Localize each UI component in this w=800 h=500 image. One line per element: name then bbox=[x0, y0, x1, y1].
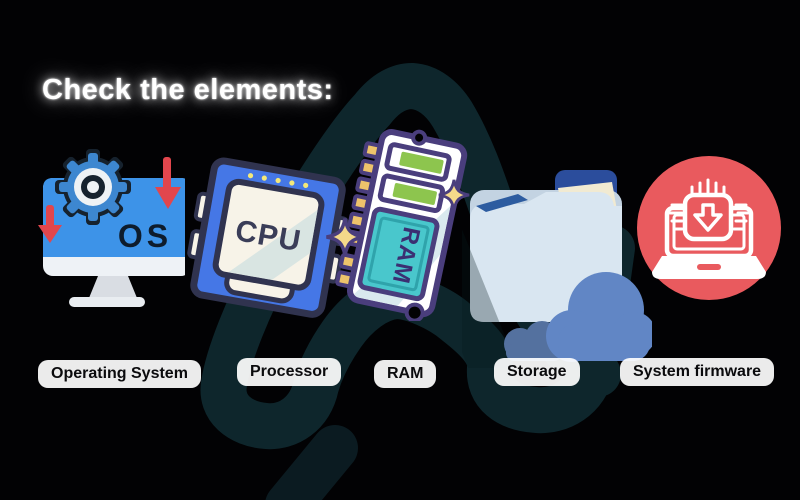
os-monitor-gear-icon: OS bbox=[38, 149, 185, 307]
folder-lip bbox=[476, 194, 528, 212]
down-arrow-icon bbox=[155, 157, 181, 209]
ram-bottom-notch bbox=[404, 302, 425, 321]
download-arrow-icon bbox=[693, 203, 723, 232]
label-ram: RAM bbox=[374, 360, 437, 388]
watermark-main-stroke bbox=[200, 63, 635, 450]
cpu-chip-icon: CPU bbox=[187, 157, 349, 318]
laptop-touchpad bbox=[697, 264, 721, 270]
down-arrow-icon bbox=[38, 205, 62, 243]
gear-icon bbox=[55, 149, 131, 225]
label-storage: Storage bbox=[494, 358, 580, 386]
watermark-band-over-folder bbox=[462, 165, 542, 368]
ram-chip-green bbox=[392, 183, 437, 205]
os-label-text: OS bbox=[118, 218, 172, 254]
label-operating-system: Operating System bbox=[38, 360, 201, 388]
watermark-stub-stroke bbox=[265, 425, 358, 500]
cpu-shine bbox=[228, 208, 320, 280]
ram-top-notch bbox=[411, 129, 428, 146]
folder-cloud-icon bbox=[462, 165, 652, 368]
sparkle-icon bbox=[326, 218, 364, 256]
ram-stick-icon: RAM bbox=[335, 129, 468, 321]
label-system-firmware: System firmware bbox=[620, 358, 775, 386]
firmware-laptop-icon bbox=[637, 156, 781, 300]
monitor-base bbox=[69, 297, 145, 307]
ram-chip-green bbox=[399, 151, 444, 174]
page-title: Check the elements: bbox=[42, 74, 334, 106]
ram-label-border bbox=[367, 216, 430, 292]
cloud-large bbox=[546, 272, 652, 362]
monitor-stand bbox=[89, 276, 137, 298]
sparkle-icon bbox=[438, 179, 470, 211]
label-processor: Processor bbox=[237, 358, 342, 386]
chip-download-icon bbox=[668, 178, 750, 242]
